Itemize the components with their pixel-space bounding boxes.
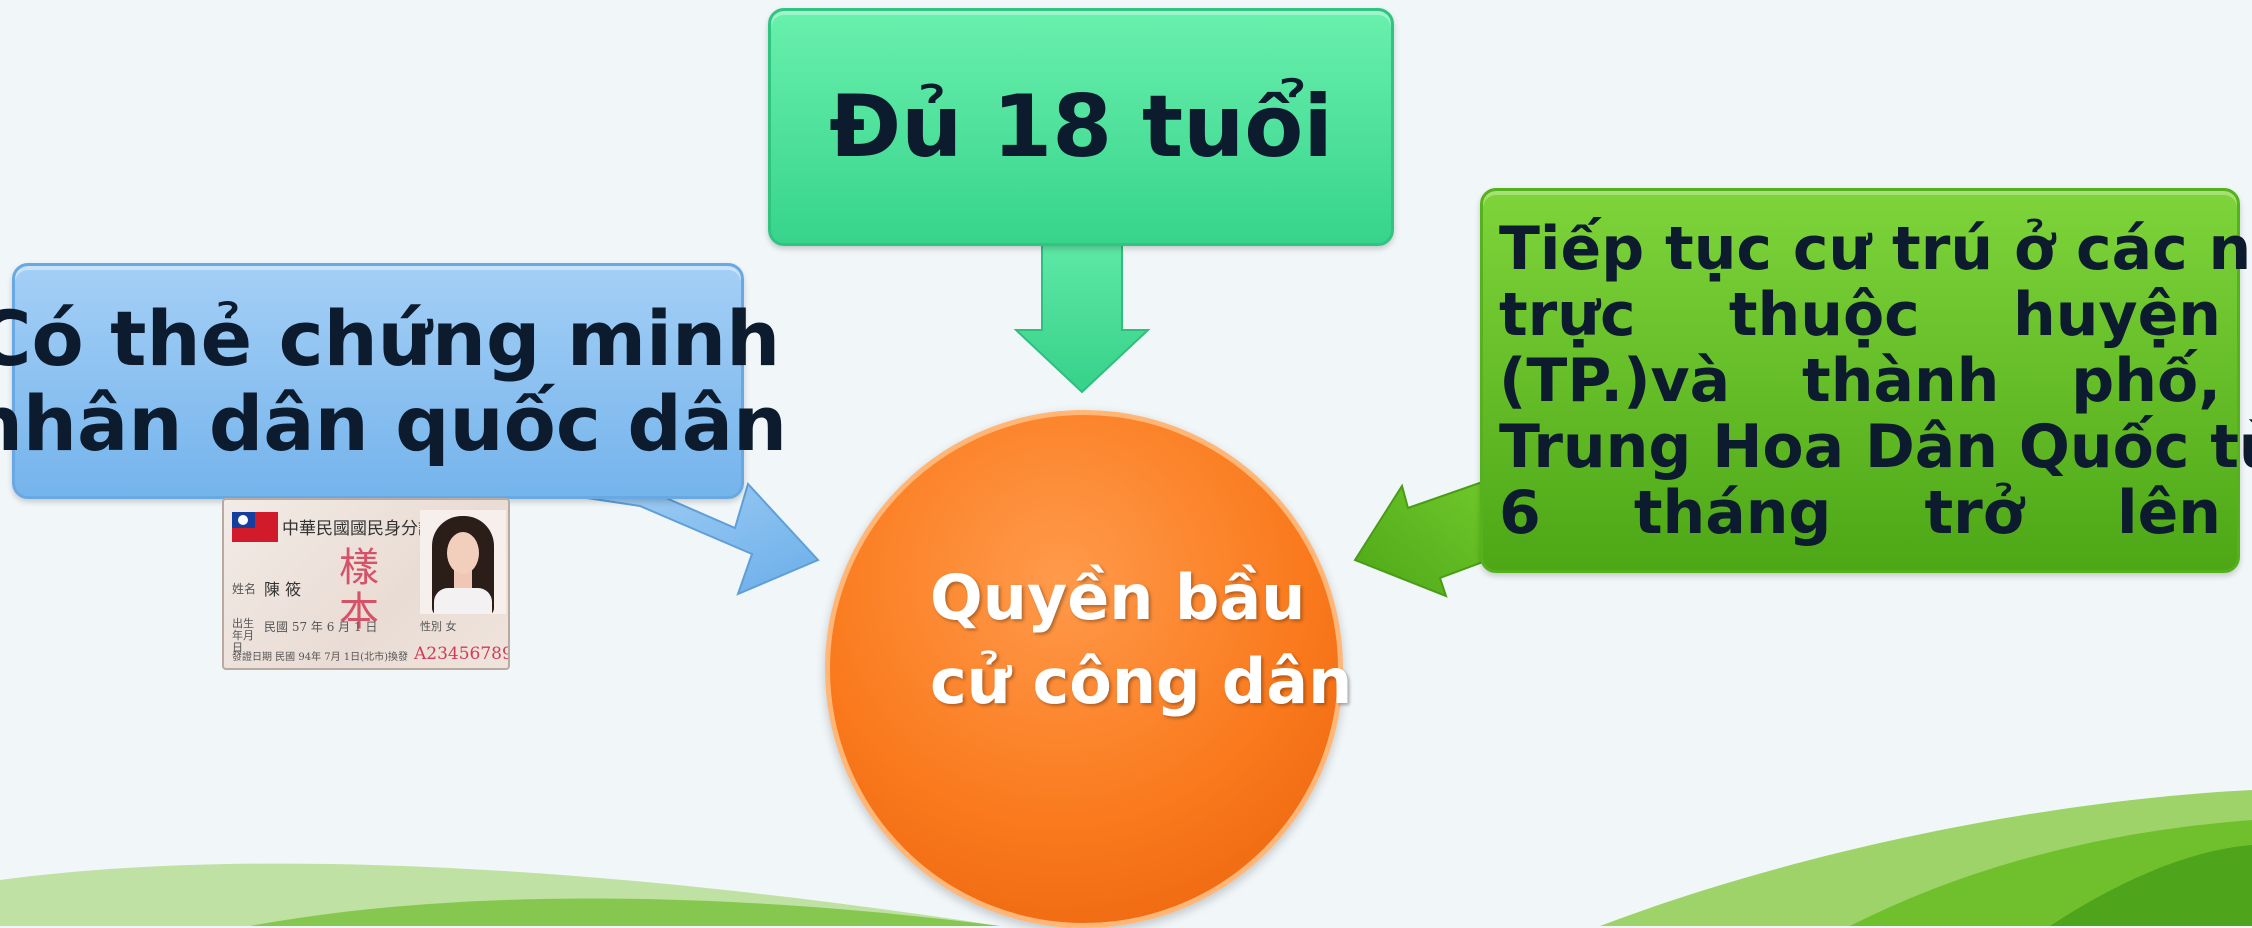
id-card-sex: 性別 女 [420,620,457,633]
age-requirement-box: Đủ 18 tuổi [768,8,1394,246]
id-card-name-label: 姓名 [232,582,257,596]
id-requirement-line-2: nhân dân quốc dân [0,379,788,468]
id-card-dob-label: 出生年月日 [232,617,254,655]
id-card-issue-date: 發證日期 民國 94年 7月 1日(北市)換發 [232,652,408,663]
id-card-number: A234567890 [414,644,508,664]
id-card-sample-stamp: 樣本 [339,545,379,635]
residence-line-2: trực thuộc huyện [1499,279,2221,350]
residence-line-3: (TP.)và thành phố, [1499,345,2221,416]
id-card-requirement-box: Có thẻ chứng minh nhân dân quốc dân [0,263,787,499]
id-card-photo [420,510,506,614]
arrow-right [1353,478,1489,598]
voting-rights-line-2: cử công dân [930,644,1353,718]
residence-line-4: Trung Hoa Dân Quốc từ [1499,411,2252,482]
id-requirement-line-1: Có thẻ chứng minh [0,293,781,383]
id-card-title: 中華民國國民身分證 [282,519,435,539]
residence-line-5: 6 tháng trở lên [1499,477,2221,548]
id-card-name: 陳 筱 [264,580,302,599]
arrow-top [1013,243,1151,394]
id-card-dob: 民國 57 年 6 月 1 日 [264,620,378,634]
voting-rights-label: Quyền bầu cử công dân [930,556,1353,723]
id-card-image: 中華民國國民身分證 樣本 姓名 陳 筱 出生年月日 民國 57 年 6 月 1 … [222,498,510,670]
taiwan-flag-icon [232,512,278,542]
age-requirement-label: Đủ 18 tuổi [829,76,1333,177]
voting-rights-line-1: Quyền bầu [930,561,1306,634]
residence-line-1: Tiếp tục cư trú ở các nơi [1499,213,2252,284]
residence-requirement-box: Tiếp tục cư trú ở các nơi trực thuộc huy… [1480,188,2252,573]
